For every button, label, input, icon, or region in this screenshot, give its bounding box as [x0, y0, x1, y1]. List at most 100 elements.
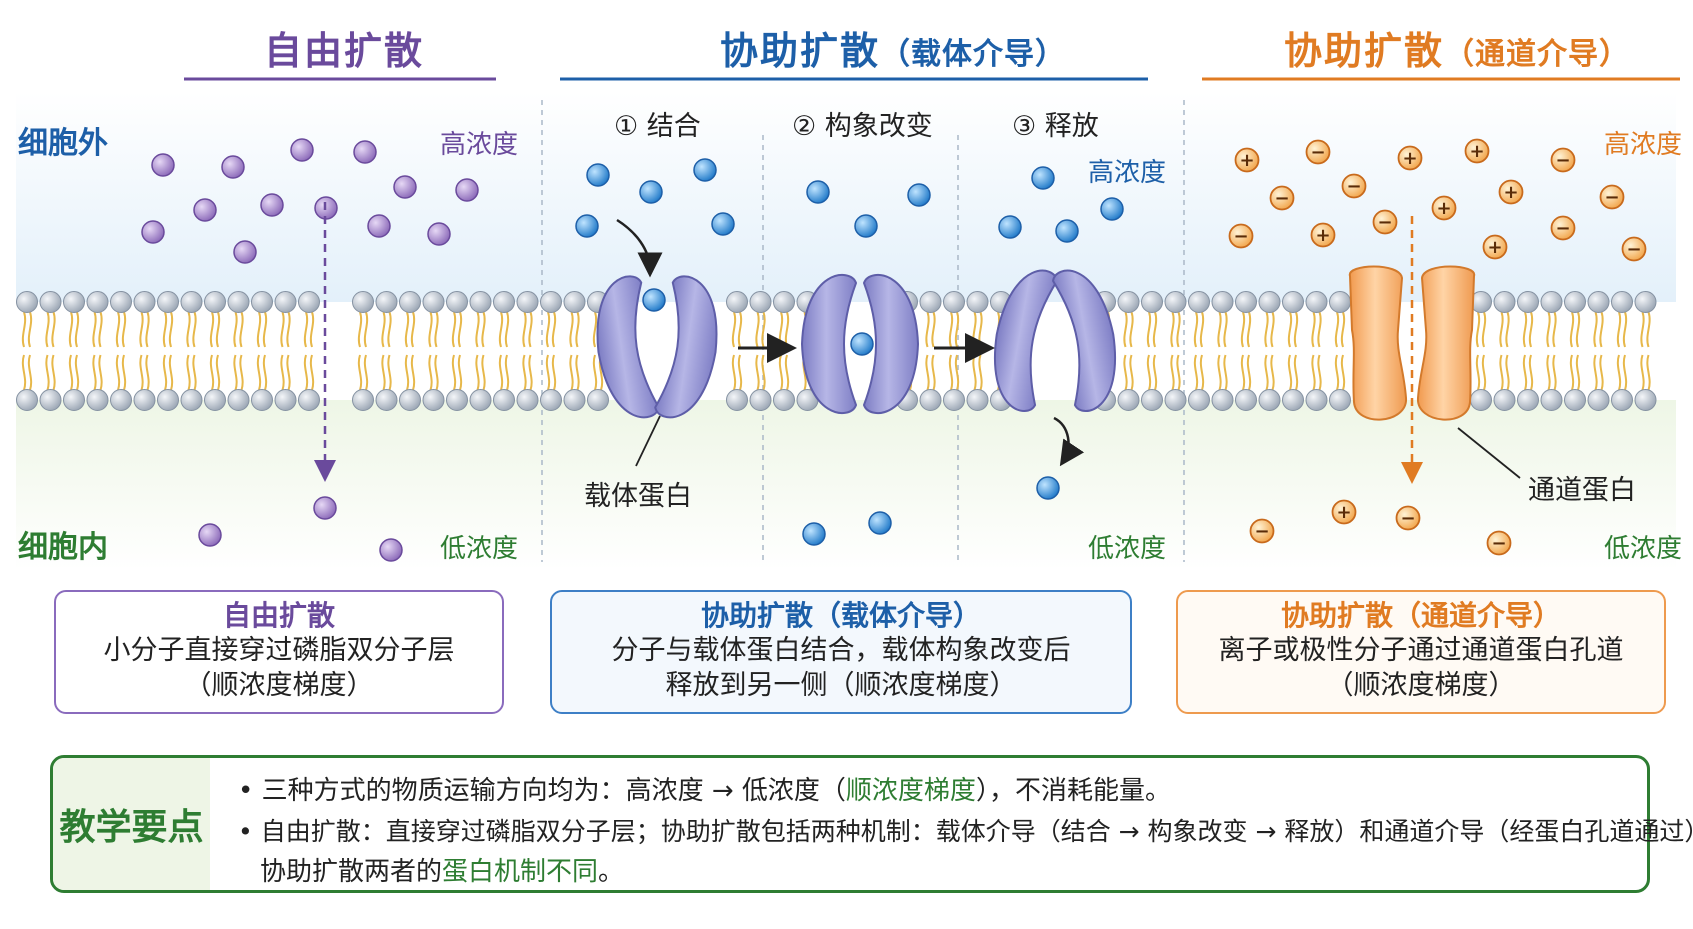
- lipid-head: [773, 389, 795, 411]
- lipid-tail: [1528, 311, 1534, 348]
- lipid-tail: [954, 311, 960, 348]
- lipid-head: [1141, 291, 1163, 313]
- lipid-head: [180, 389, 203, 411]
- lipid-tail: [303, 311, 309, 348]
- lipid-head: [1188, 291, 1210, 313]
- lipid-head: [251, 389, 273, 411]
- negative-ion: −: [1550, 147, 1576, 173]
- lipid-tail: [121, 311, 127, 348]
- lipid-tail: [74, 354, 80, 391]
- carrier-substrate-molecule: [642, 288, 666, 312]
- carrier-substrate-molecule: [1031, 166, 1055, 190]
- lipid-head: [516, 291, 539, 313]
- ion-body: [1486, 530, 1512, 556]
- lipid-head: [1493, 389, 1516, 411]
- lipid-tail: [481, 311, 486, 348]
- lipid-tail: [162, 354, 168, 391]
- lipid-head: [204, 389, 226, 411]
- lipid-head: [493, 389, 515, 411]
- lipid-head: [16, 291, 38, 313]
- summary-line1-free: 小分子直接穿过磷脂双分子层: [103, 635, 455, 666]
- solute-molecule: [455, 178, 479, 202]
- lipid-tail: [1599, 311, 1604, 348]
- lipid-tail: [1499, 311, 1504, 348]
- lipid-tail: [92, 311, 97, 348]
- lipid-head: [274, 291, 297, 313]
- lipid-tail: [1593, 311, 1598, 348]
- positive-ion: +: [1234, 147, 1260, 173]
- label-extracellular: 细胞外: [18, 126, 108, 161]
- lipid-head: [1282, 389, 1304, 411]
- lipid-head: [1164, 291, 1187, 313]
- channel-protein-left-half: [1348, 265, 1408, 421]
- lipid-tail: [1546, 311, 1551, 348]
- positive-ion: +: [1431, 195, 1457, 221]
- lipid-head: [446, 291, 468, 313]
- carrier-protein-right-half: [862, 274, 920, 414]
- lipid-tail: [925, 311, 930, 348]
- lipid-tail: [387, 311, 392, 348]
- lipid-tail: [186, 311, 191, 348]
- lipid-head: [298, 291, 320, 313]
- lipid-tail: [784, 354, 790, 391]
- lipid-tail: [948, 311, 954, 348]
- note-bullet-1: • 三种方式的物质运输方向均为：高浓度 → 低浓度（顺浓度梯度），不消耗能量。: [238, 776, 1171, 806]
- lipid-head: [352, 291, 374, 313]
- carrier-label-leader: [635, 415, 661, 467]
- ion-charge-symbol: −: [1310, 142, 1325, 163]
- lipid-tail: [404, 354, 410, 391]
- ion-body: [1550, 215, 1576, 241]
- lipid-tail: [256, 311, 262, 348]
- lipid-tail: [387, 354, 392, 391]
- lipid-tail: [1481, 311, 1487, 348]
- ion-charge-symbol: −: [1555, 218, 1570, 239]
- lipid-tail: [931, 311, 936, 348]
- lipid-tail: [192, 311, 197, 348]
- lipid-tail: [457, 354, 463, 391]
- lipid-head: [227, 291, 250, 313]
- lipid-tail: [1240, 354, 1246, 391]
- ion-charge-symbol: +: [1402, 148, 1417, 169]
- solute-molecule: [260, 193, 284, 217]
- lipid-tail: [98, 311, 103, 348]
- lipid-head: [1211, 291, 1234, 313]
- ion-charge-symbol: +: [1503, 182, 1518, 203]
- lipid-head: [966, 291, 989, 313]
- lipid-tail: [280, 354, 285, 391]
- carrier-substrate-molecule: [1055, 219, 1079, 243]
- lipid-head: [469, 389, 492, 411]
- lipid-tail: [972, 311, 977, 348]
- lipid-head: [1117, 291, 1140, 313]
- lipid-tail: [1505, 354, 1510, 391]
- lipid-tail: [737, 354, 743, 391]
- summary-line2-free: （顺浓度梯度）: [184, 670, 374, 701]
- label-carrier-protein: 载体蛋白: [584, 481, 692, 512]
- phospholipid-bilayer: [16, 291, 1657, 411]
- lipid-head: [86, 291, 109, 313]
- lipid-head: [375, 389, 398, 411]
- positive-ion: +: [1397, 145, 1423, 171]
- lipid-tail: [451, 354, 457, 391]
- lipid-tail: [27, 354, 33, 391]
- lipid-tail: [27, 311, 33, 348]
- lipid-tail: [1152, 311, 1158, 348]
- lipid-tail: [504, 311, 510, 348]
- negative-ion: −: [1599, 184, 1625, 210]
- lipid-head: [1587, 291, 1610, 313]
- lipid-head: [399, 389, 421, 411]
- lipid-tail: [357, 354, 363, 391]
- lipid-tail: [434, 311, 439, 348]
- lipid-tail: [1522, 354, 1528, 391]
- ion-charge-symbol: +: [1336, 502, 1351, 523]
- lipid-tail: [92, 354, 97, 391]
- lipid-tail: [1340, 311, 1346, 348]
- free-high-concentration: 高浓度: [440, 130, 519, 160]
- lipid-head: [1258, 389, 1281, 411]
- lipid-tail: [1575, 311, 1581, 348]
- carrier-substrate-molecule: [711, 212, 735, 236]
- lipid-head: [1141, 389, 1163, 411]
- solute-molecule: [198, 523, 222, 547]
- ion-body: [1234, 147, 1260, 173]
- carrier-substrate-molecule: [1100, 197, 1124, 221]
- ion-body: [1249, 518, 1275, 544]
